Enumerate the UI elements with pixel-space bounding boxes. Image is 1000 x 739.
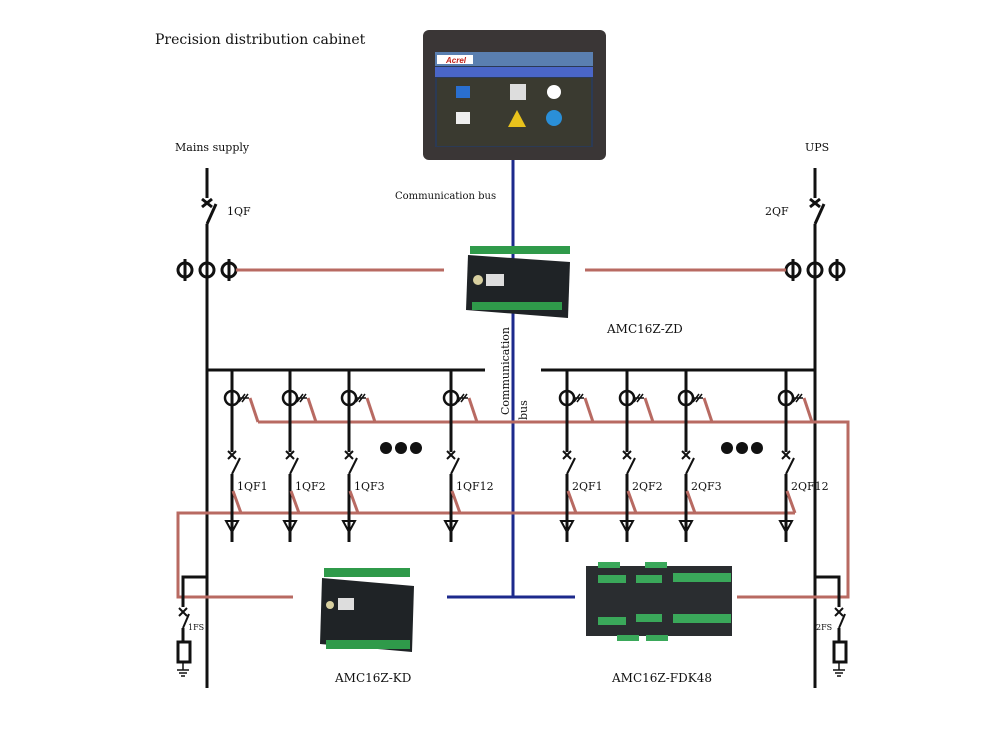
comm-vertical-label-2: bus: [517, 400, 530, 420]
breaker-label: 1QF1: [237, 480, 268, 493]
kd-label: AMC16Z-KD: [334, 671, 411, 685]
load-arrow-icon: [619, 520, 635, 535]
breaker-label: 1QF12: [456, 480, 494, 493]
load-arrow-icon: [443, 520, 459, 535]
ellipsis-left: [380, 442, 422, 454]
ct-symbol: [828, 259, 846, 281]
feeder-branch: 2QF1: [558, 370, 603, 542]
breaker-label: 1QF2: [295, 480, 326, 493]
device-amc16z-fdk48: [586, 562, 732, 641]
load-arrow-icon: [282, 520, 298, 535]
ct-symbol: [806, 259, 824, 281]
mains-feeder: 1QF: [201, 168, 251, 688]
feeder-branch: 2QF12: [777, 370, 829, 542]
breaker-label: 2QF1: [572, 480, 603, 493]
load-arrow-icon: [559, 520, 575, 535]
device-amc16z-zd: [466, 246, 570, 318]
zd-label: AMC16Z-ZD: [606, 322, 683, 336]
feeder-branch: 1QF2: [281, 370, 326, 542]
fs1-label: 1FS: [188, 623, 204, 632]
diagram-title: Precision distribution cabinet: [155, 32, 366, 48]
breaker-label: 2QF3: [691, 480, 722, 493]
ct-symbol: [198, 259, 216, 281]
feeder-branch: 1QF3: [340, 370, 385, 542]
feeder-branch: 1QF1: [223, 370, 268, 542]
load-arrow-icon: [341, 520, 357, 535]
fs2-label: 2FS: [816, 623, 832, 632]
comm-bus-label: Communication bus: [395, 191, 496, 202]
device-amc16z-kd: [320, 568, 414, 652]
ct-symbol: [220, 259, 238, 281]
ups-label: UPS: [805, 141, 829, 154]
load-arrow-icon: [224, 520, 240, 535]
breaker-label: 1QF3: [354, 480, 385, 493]
breaker-1qf-label: 1QF: [227, 205, 251, 218]
comm-vertical-label: Communication: [499, 327, 512, 415]
acrel-logo: Acrel: [445, 56, 467, 65]
surge-protector-1fs: 1FS: [176, 575, 207, 677]
ct-symbol: [784, 259, 802, 281]
ellipsis-right: [721, 442, 763, 454]
incoming-cts: [176, 259, 846, 281]
breaker-2qf-label: 2QF: [765, 205, 789, 218]
ct-symbol: [176, 259, 194, 281]
fdk48-label: AMC16Z-FDK48: [611, 671, 712, 685]
mains-label: Mains supply: [175, 141, 250, 154]
breaker-label: 2QF12: [791, 480, 829, 493]
hmi-screen: Acrel: [423, 30, 606, 160]
load-arrow-icon: [678, 520, 694, 535]
feeder-branches: 1QF1 1QF2 1QF3 1QF12 2QF1 2QF2 2QF3 2QF12: [223, 370, 829, 542]
feeder-branch: 1QF12: [442, 370, 494, 542]
feeder-branch: 2QF3: [677, 370, 722, 542]
breaker-label: 2QF2: [632, 480, 663, 493]
surge-protector-2fs: 2FS: [815, 575, 848, 677]
ups-feeder: 2QF: [765, 168, 826, 688]
load-arrow-icon: [778, 520, 794, 535]
feeder-branch: 2QF2: [618, 370, 663, 542]
